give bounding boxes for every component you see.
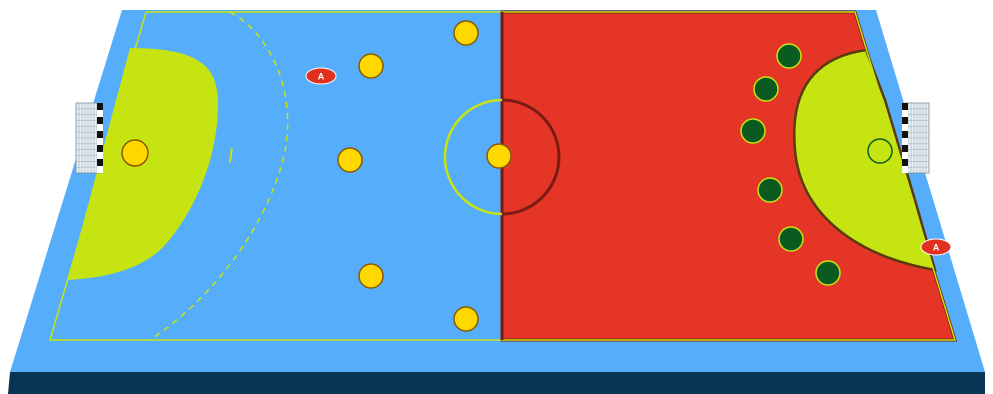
green-player [758, 178, 782, 202]
green-player [816, 261, 840, 285]
goal-post-segment [902, 124, 908, 131]
goal-post-segment [97, 110, 103, 117]
marker-a-right: A [921, 239, 951, 255]
yellow-player [454, 307, 478, 331]
yellow-player [487, 144, 511, 168]
goal-post-segment [902, 138, 908, 145]
court-side-edge [8, 372, 985, 394]
green-player [777, 44, 801, 68]
goal-post-segment [97, 103, 103, 110]
goal-post-segment [97, 152, 103, 159]
goal-post-segment [902, 110, 908, 117]
goal-post-segment [97, 131, 103, 138]
goal-post-segment [902, 103, 908, 110]
yellow-player [338, 148, 362, 172]
goal-post-segment [97, 117, 103, 124]
goal-post-segment [902, 131, 908, 138]
green-player [741, 119, 765, 143]
right-goal [902, 103, 929, 173]
goal-post-segment [902, 152, 908, 159]
goal-post-segment [97, 166, 103, 173]
yellow-player [454, 21, 478, 45]
left-goal [76, 103, 103, 173]
goal-post-segment [97, 145, 103, 152]
goal-post-segment [97, 124, 103, 131]
goal-post-segment [97, 138, 103, 145]
goal-post-segment [97, 159, 103, 166]
marker-a-left-label: A [318, 72, 325, 82]
goal-post-segment [902, 117, 908, 124]
green-player [754, 77, 778, 101]
green-player [779, 227, 803, 251]
goal-post-segment [902, 145, 908, 152]
marker-a-right-label: A [933, 243, 940, 253]
goal-post-segment [902, 166, 908, 173]
marker-a-left: A [306, 68, 336, 84]
goal-post-segment [902, 159, 908, 166]
yellow-player [359, 264, 383, 288]
goalkeeper-left [122, 140, 148, 166]
yellow-player [359, 54, 383, 78]
